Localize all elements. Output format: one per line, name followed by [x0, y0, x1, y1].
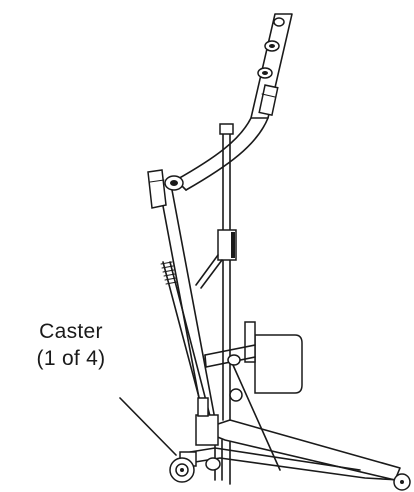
handle-bar	[175, 13, 293, 191]
rear-caster-wheel	[393, 473, 411, 491]
base-clamp	[195, 397, 221, 471]
knee-pad	[204, 321, 303, 471]
caster-leader-line	[119, 397, 177, 456]
base-frame	[189, 419, 401, 485]
actuator-rod	[219, 123, 234, 421]
spring-coil	[160, 261, 178, 285]
caster-wheel	[169, 451, 197, 483]
handle-knob-3	[273, 17, 285, 27]
boom-pivot	[164, 175, 184, 191]
mast	[159, 189, 218, 431]
caster-callout-title: Caster	[39, 320, 103, 343]
actuator-housing	[195, 229, 237, 289]
spring-rod	[160, 261, 212, 421]
mast-cap	[147, 169, 167, 209]
caster-callout-count: (1 of 4)	[36, 347, 106, 370]
handle-knob-1	[264, 40, 280, 52]
handle-knob-2	[257, 67, 273, 79]
caster-callout-label: Caster (1 of 4)	[18, 318, 124, 372]
